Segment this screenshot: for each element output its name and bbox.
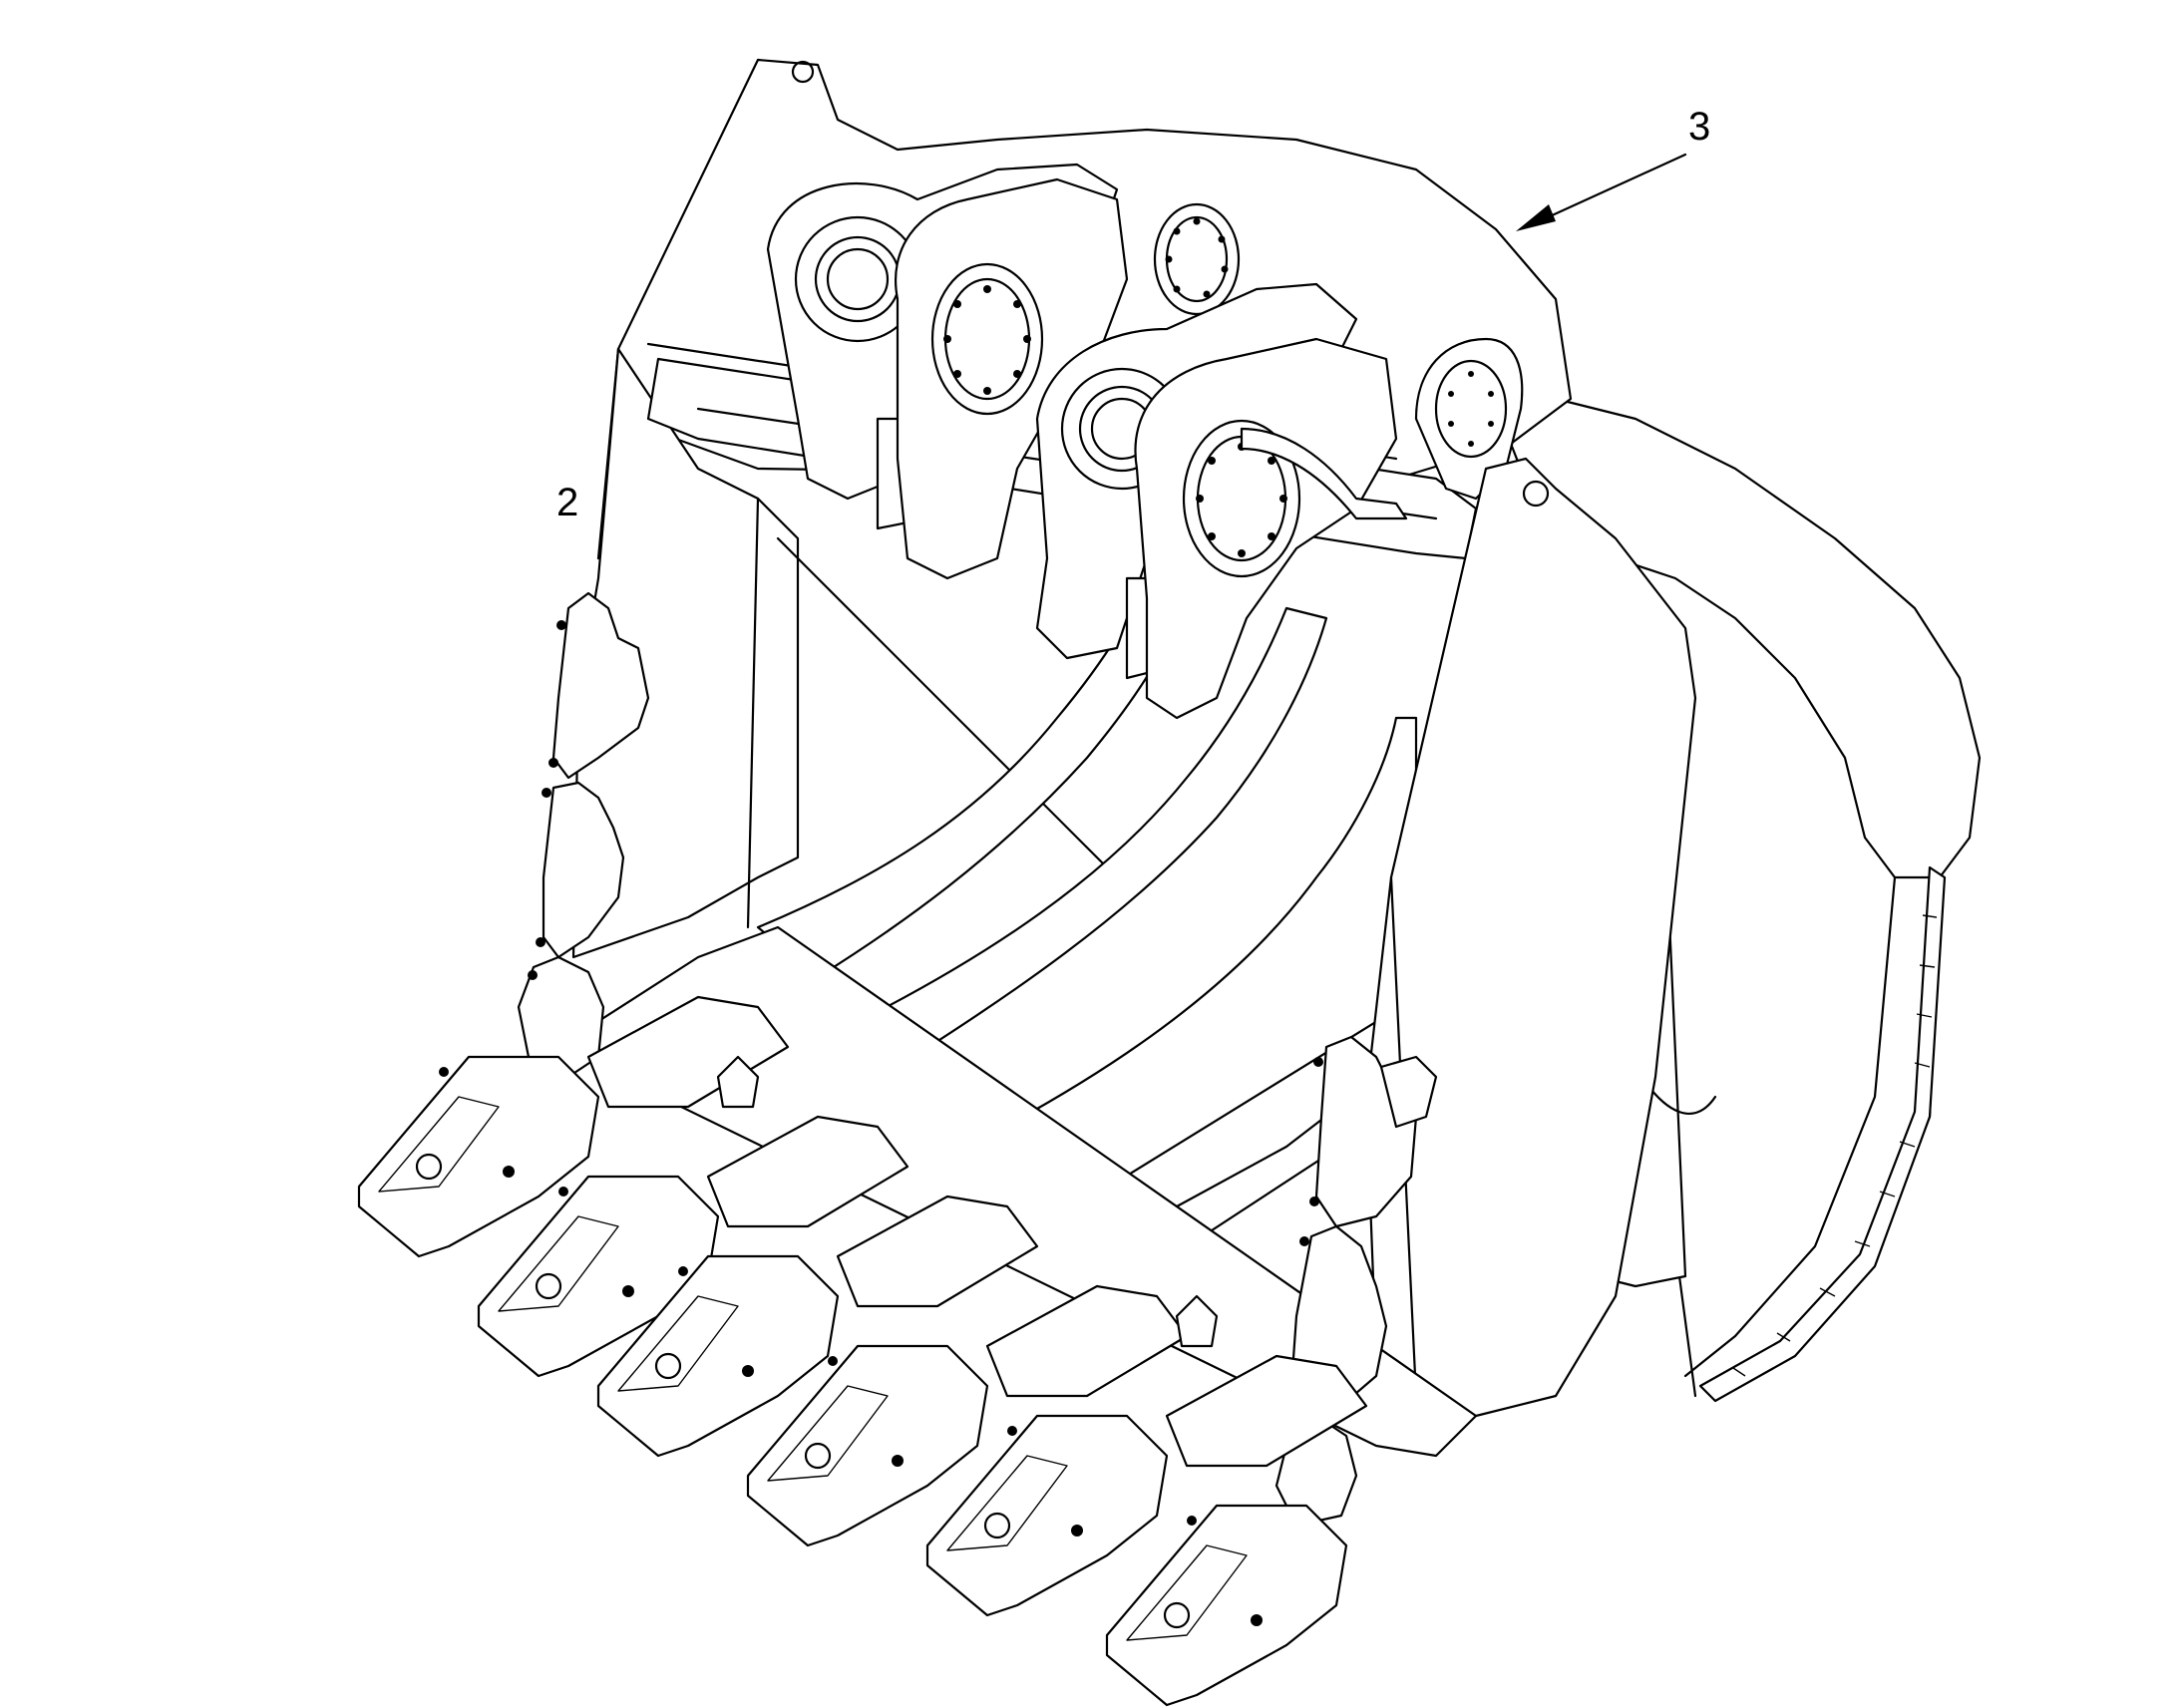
pin-cover-top bbox=[1153, 202, 1241, 316]
callout-2: 2 bbox=[556, 481, 579, 524]
callout-3-leader bbox=[1516, 153, 1687, 231]
lip-shrouds bbox=[586, 995, 1368, 1468]
bucket-tooth-6 bbox=[1105, 1504, 1348, 1707]
bucket-tooth-3 bbox=[596, 1254, 840, 1458]
bucket-tooth-1 bbox=[357, 1055, 600, 1258]
side-protector-left bbox=[517, 591, 650, 1079]
rear-wear-strips bbox=[1698, 865, 1947, 1403]
bucket-tooth-5 bbox=[925, 1414, 1169, 1617]
cutting-lip bbox=[556, 925, 1478, 1458]
pin-cover-right bbox=[1134, 337, 1408, 720]
bucket-tooth-4 bbox=[746, 1344, 989, 1547]
pin-cover-far-right bbox=[1414, 337, 1524, 501]
pin-cover-left bbox=[895, 177, 1129, 580]
callout-3: 3 bbox=[1688, 105, 1711, 149]
